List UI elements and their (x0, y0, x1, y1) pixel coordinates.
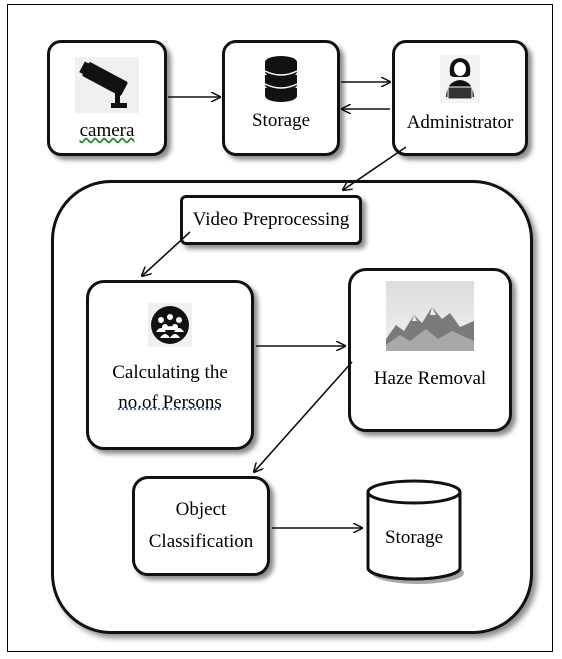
mountain-photo-icon (386, 281, 474, 351)
camera-node: camera (47, 40, 167, 156)
storage-top-label: Storage (251, 110, 311, 131)
video-preprocessing-node: Video Preprocessing (180, 195, 362, 245)
storage-bottom-label: Storage (384, 527, 444, 548)
object-classification-node: Object Classification (132, 476, 270, 576)
camera-label: camera (79, 120, 135, 141)
haze-removal-label: Haze Removal (373, 368, 487, 389)
diagram-frame (7, 4, 553, 652)
object-line2: Classification (148, 531, 254, 552)
video-preprocessing-label: Video Preprocessing (192, 209, 350, 231)
calculating-line1: Calculating the (112, 362, 228, 383)
administrator-node: Administrator (392, 40, 528, 156)
cctv-camera-icon (75, 57, 139, 113)
administrator-label: Administrator (406, 112, 514, 133)
object-line1: Object (175, 499, 227, 521)
storage-bottom-cylinder (366, 479, 464, 584)
database-icon (264, 56, 298, 102)
haze-removal-node: Haze Removal (348, 268, 512, 432)
calculating-line2: no.of Persons (118, 391, 222, 413)
admin-person-icon (440, 55, 480, 103)
storage-top-node: Storage (222, 40, 340, 156)
calculating-persons-node: Calculating the no.of Persons (86, 280, 254, 450)
group-of-people-icon (148, 303, 192, 347)
